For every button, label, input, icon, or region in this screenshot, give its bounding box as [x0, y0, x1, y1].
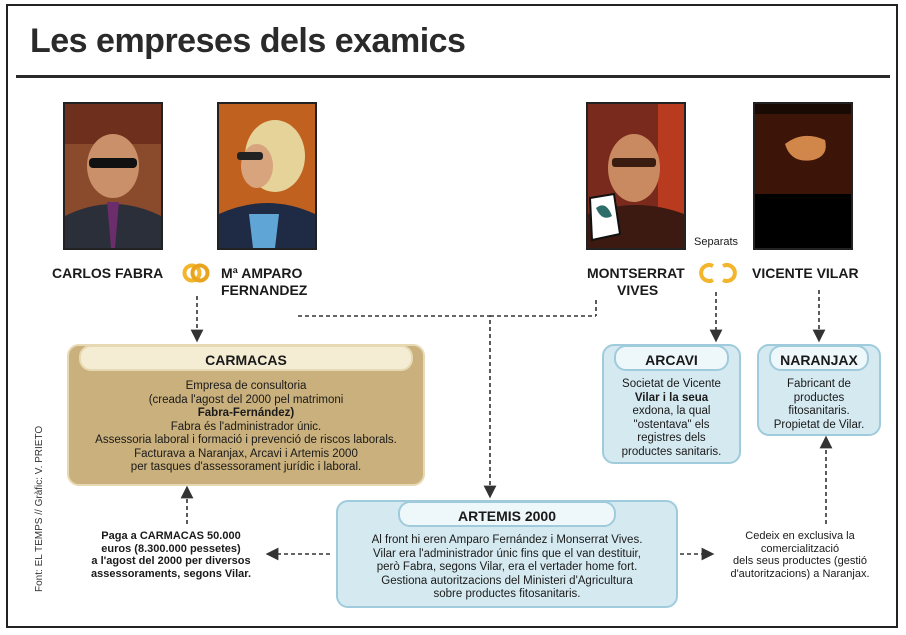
arcavi-line: productes sanitaris. — [621, 445, 722, 458]
person-label-carlos-fabra: CARLOS FABRA — [52, 265, 164, 281]
arcavi-description: Societat de Vicente Vilar i la seua exdo… — [610, 378, 733, 459]
arcavi-line: Societat de Vicente — [622, 378, 721, 390]
exclusive-note-line: d'autoritzacions) a Naranjax. — [730, 567, 870, 580]
exclusive-note-line: dels seus productes (gestió — [733, 555, 867, 567]
photo-vicente-vilar — [753, 102, 853, 250]
company-title-naranjax: NARANJAX — [769, 345, 869, 371]
amparo-name-line2: FERNANDEZ — [221, 282, 308, 298]
exclusive-rights-note: Cedeix en exclusiva la comercialització … — [712, 530, 888, 580]
infographic-frame — [6, 4, 898, 628]
artemis-line: Gestiona autoritzacions del Ministeri d'… — [381, 574, 633, 587]
photo-carlos-fabra — [63, 102, 163, 250]
carmacas-description: Empresa de consultoria (creada l'agost d… — [75, 380, 417, 475]
page-title: Les empreses dels examics — [30, 22, 466, 60]
artemis-description: Al front hi eren Amparo Fernández i Mons… — [344, 534, 670, 602]
naranjax-line: fitosanitaris. — [788, 405, 850, 417]
artemis-line: Al front hi eren Amparo Fernández i Mons… — [371, 534, 643, 546]
artemis-line: Vilar era l'administrador únic fins que … — [373, 547, 641, 560]
portrait-vicente-image — [755, 104, 851, 248]
payment-note-line: assessoraments, segons Vilar. — [91, 567, 251, 580]
source-credit: Font: EL TEMPS // Gràfic: V. PRIETO — [34, 425, 45, 592]
marriage-rings-icon — [182, 263, 210, 283]
payment-note-line: a l'agost del 2000 per diversos — [91, 555, 251, 567]
naranjax-line: Fabricant de — [787, 378, 851, 390]
company-box-carmacas: CARMACAS Empresa de consultoria (creada … — [67, 344, 425, 486]
separated-label: Separats — [694, 236, 739, 248]
company-box-artemis-2000: ARTEMIS 2000 Al front hi eren Amparo Fer… — [336, 500, 678, 608]
carmacas-line: Assessoria laboral i formació i prevenci… — [95, 434, 397, 446]
carmacas-line: Fabra és l'administrador únic. — [170, 420, 322, 433]
company-box-arcavi: ARCAVI Societat de Vicente Vilar i la se… — [602, 344, 741, 464]
naranjax-line: Propietat de Vilar. — [773, 418, 865, 431]
title-divider — [16, 75, 890, 78]
company-title-arcavi: ARCAVI — [614, 345, 729, 371]
company-title-artemis-2000: ARTEMIS 2000 — [398, 501, 616, 527]
naranjax-line: productes — [793, 391, 845, 404]
payment-note-line: euros (8.300.000 pessetes) — [101, 542, 241, 555]
separated-rings-icon — [699, 263, 737, 283]
photo-montserrat-vives — [586, 102, 686, 250]
arcavi-line: Vilar i la seua — [634, 391, 709, 404]
artemis-line: però Fabra, segons Vilar, era el vertade… — [376, 561, 638, 573]
arcavi-line: registres dels — [637, 432, 706, 444]
exclusive-note-line: comercialització — [760, 542, 840, 555]
montserrat-name-line2: VIVES — [617, 282, 659, 298]
carmacas-line: Empresa de consultoria — [185, 380, 307, 392]
montserrat-name-line1: MONTSERRAT — [587, 265, 685, 281]
portrait-montserrat-image — [588, 104, 684, 248]
amparo-name-line1: Mª AMPARO — [221, 265, 303, 281]
arcavi-line: exdona, la qual — [632, 405, 711, 417]
artemis-line: sobre productes fitosanitaris. — [433, 588, 581, 600]
carmacas-line: (creada l'agost del 2000 pel matrimoni — [148, 393, 344, 406]
company-title-carmacas: CARMACAS — [79, 345, 413, 371]
portrait-amparo-image — [219, 104, 315, 248]
carmacas-line: per tasques d'assessorament jurídic i la… — [130, 461, 362, 473]
payment-note: Paga a CARMACAS 50.000 euros (8.300.000 … — [76, 530, 266, 580]
payment-note-line: Paga a CARMACAS 50.000 — [101, 530, 241, 542]
portrait-carlos-image — [65, 104, 161, 248]
naranjax-description: Fabricant de productes fitosanitaris. Pr… — [765, 378, 873, 432]
person-label-montserrat-vives: MONTSERRAT VIVES — [587, 265, 685, 299]
arcavi-line: "ostentava" els — [633, 418, 710, 431]
carmacas-line: Fabra-Fernández) — [197, 407, 295, 419]
carmacas-line: Facturava a Naranjax, Arcavi i Artemis 2… — [134, 447, 358, 460]
company-box-naranjax: NARANJAX Fabricant de productes fitosani… — [757, 344, 881, 436]
person-label-amparo-fernandez: Mª AMPARO FERNANDEZ — [221, 265, 307, 299]
exclusive-note-line: Cedeix en exclusiva la — [745, 530, 855, 542]
person-label-vicente-vilar: VICENTE VILAR — [752, 265, 859, 281]
photo-amparo-fernandez — [217, 102, 317, 250]
